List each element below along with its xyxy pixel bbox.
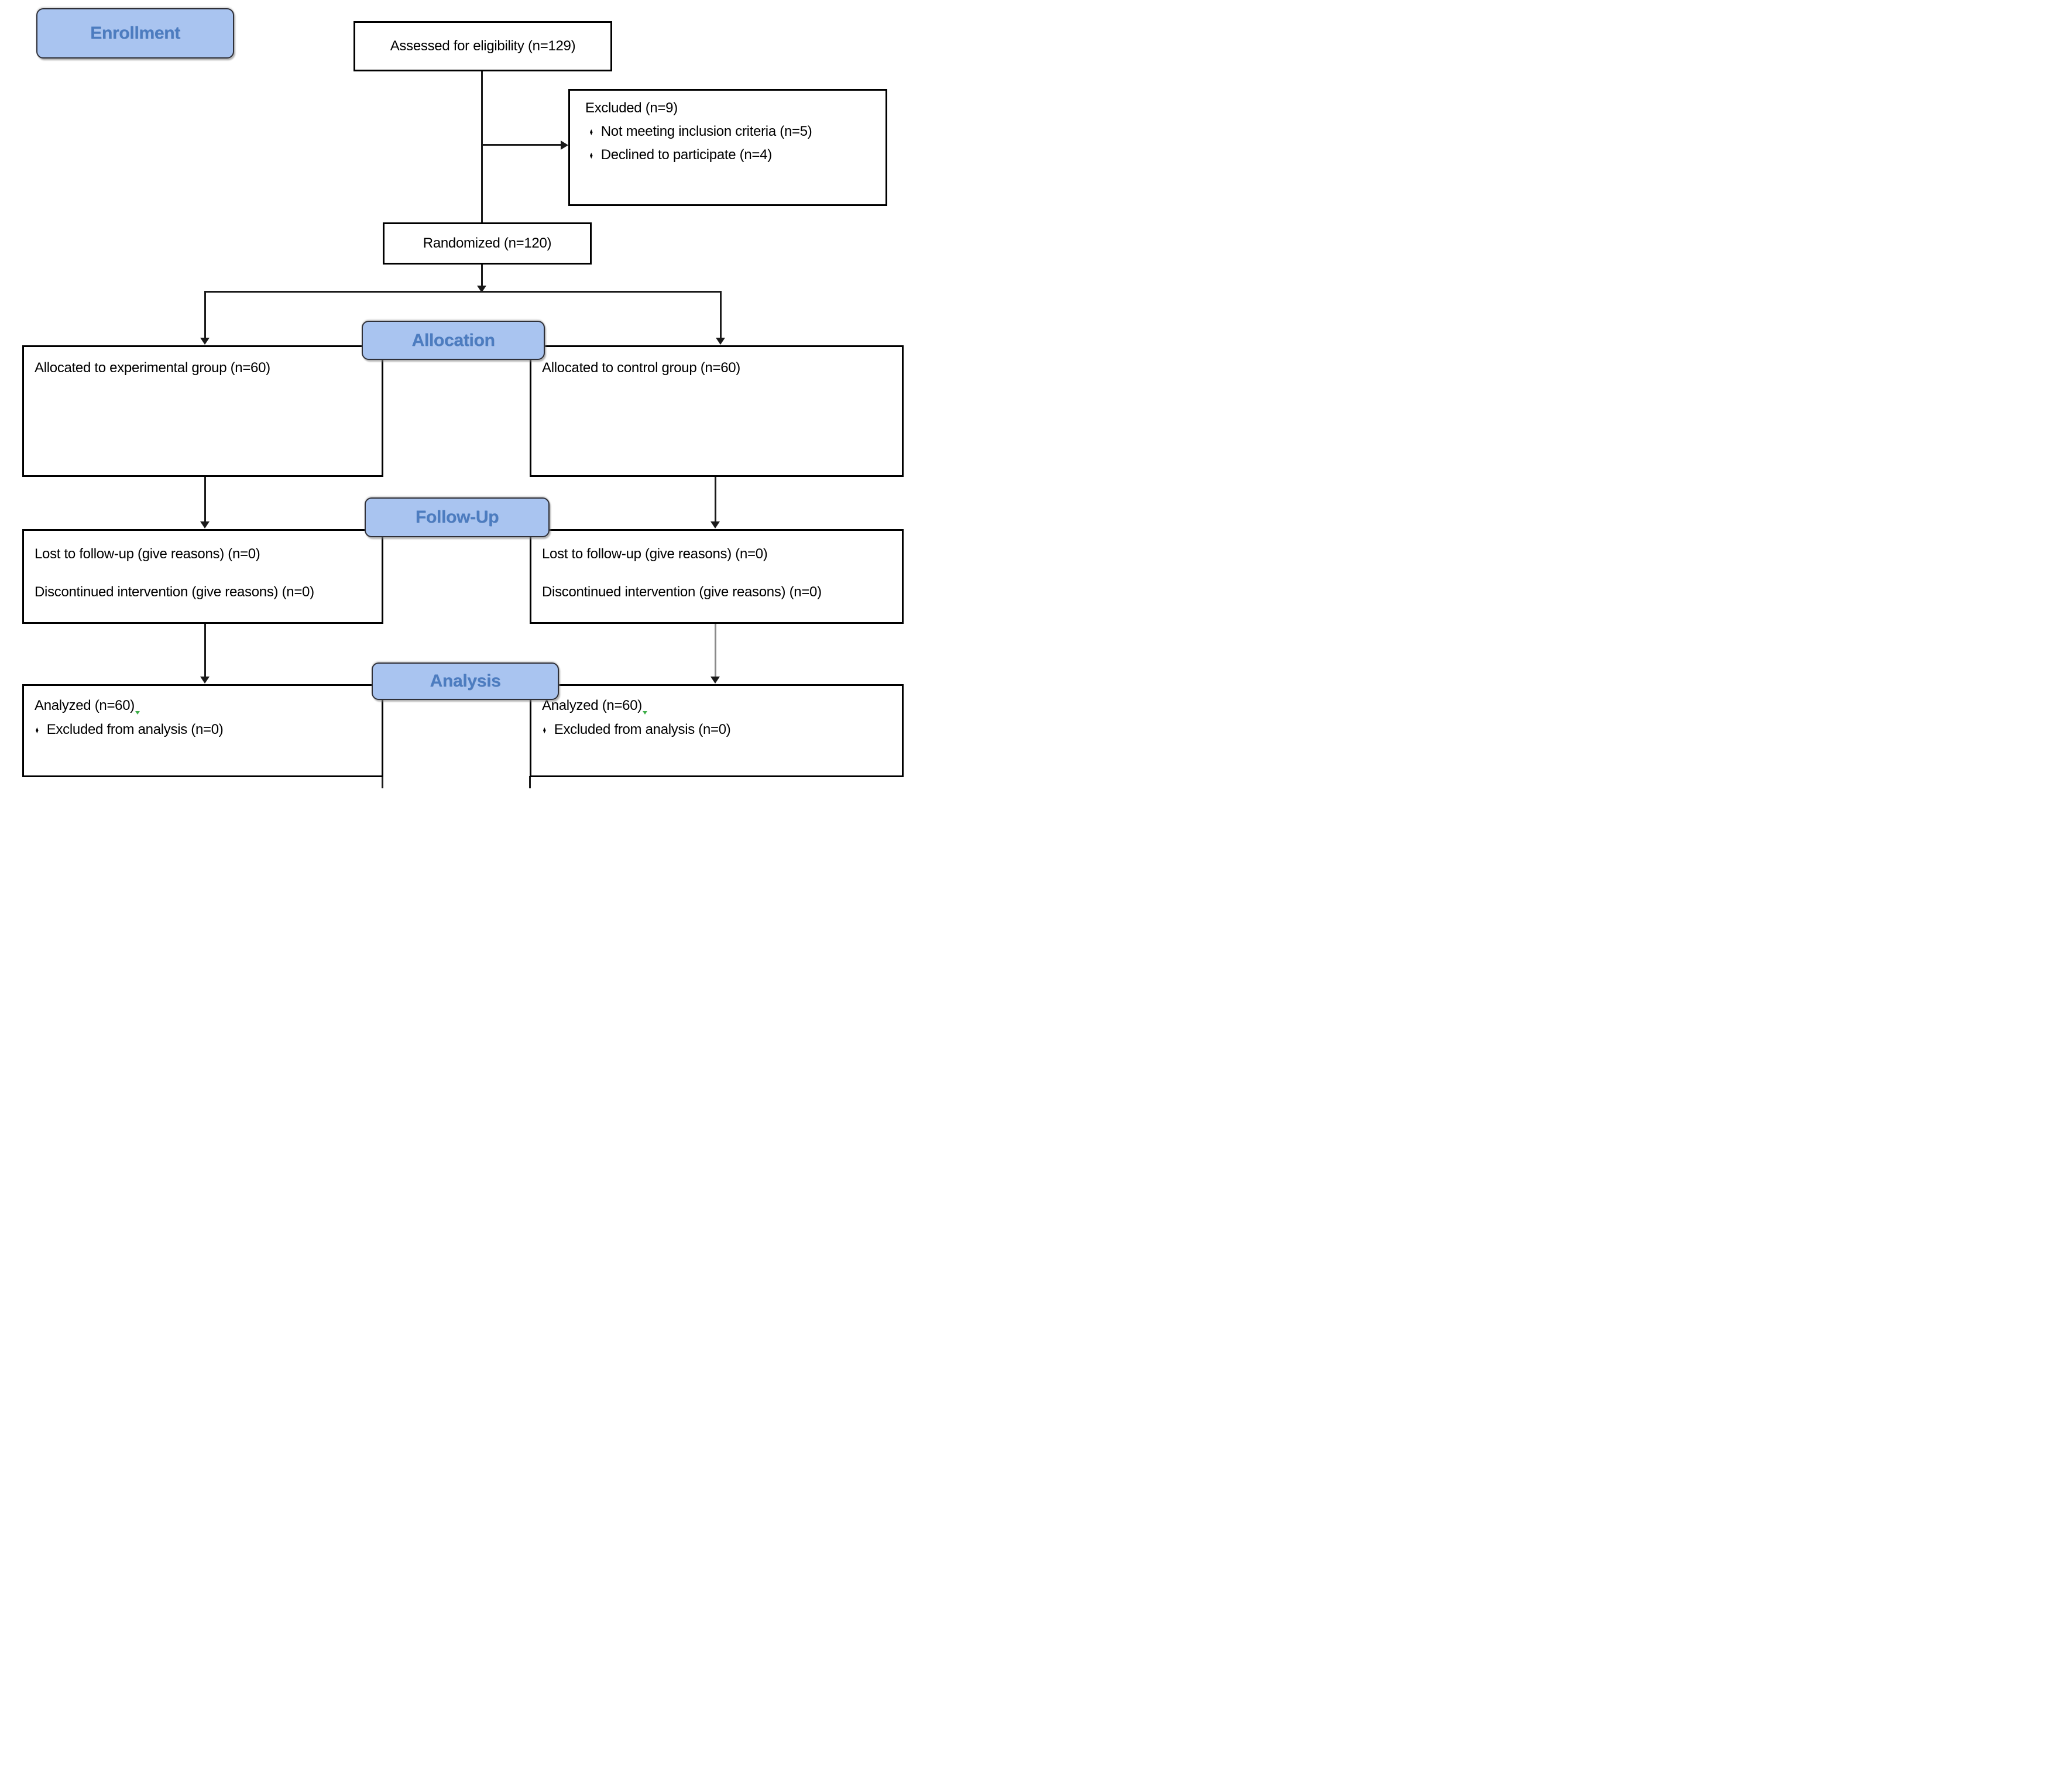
branch-drop-right — [720, 291, 722, 338]
diamond-bullet-icon: ♦ — [589, 126, 593, 138]
analysis-right-title: Analyzed (n=60) — [542, 698, 891, 715]
connector-assessed-to-randomized — [481, 71, 483, 224]
analysis-left-box: Analyzed (n=60) ♦ Excluded from analysis… — [22, 684, 383, 777]
analysis-right-item: ♦ Excluded from analysis (n=0) — [542, 722, 891, 739]
analysis-label: Analysis — [430, 671, 501, 691]
allocation-left-text: Allocated to experimental group (n=60) — [35, 360, 270, 376]
randomized-text: Randomized (n=120) — [423, 235, 552, 251]
arrowhead-down-branch-icon — [477, 286, 486, 293]
followup-left-line2: Discontinued intervention (give reasons)… — [35, 583, 314, 600]
branch-drop-left — [204, 291, 206, 338]
followup-right-box: Lost to follow-up (give reasons) (n=0) D… — [530, 529, 904, 624]
excluded-item-text: Not meeting inclusion criteria (n=5) — [600, 123, 812, 139]
stage-pill-analysis: Analysis — [372, 662, 559, 700]
connector-to-excluded — [482, 144, 561, 146]
stage-pill-followup: Follow-Up — [365, 497, 550, 537]
stage-pill-enrollment: Enrollment — [36, 8, 234, 59]
excluded-box: Excluded (n=9) ♦ Not meeting inclusion c… — [568, 89, 887, 206]
arrowhead-down-analysis-right-icon — [710, 677, 720, 684]
randomized-box: Randomized (n=120) — [383, 222, 592, 265]
diamond-bullet-icon: ♦ — [589, 149, 593, 161]
allocation-label: Allocation — [411, 330, 495, 350]
arrowhead-down-alloc-left-icon — [200, 338, 210, 345]
excluded-item-text: Declined to participate (n=4) — [600, 146, 772, 163]
assessed-text: Assessed for eligibility (n=129) — [390, 37, 576, 54]
arrowhead-right-excluded-icon — [561, 140, 568, 150]
connector-followup-to-analysis-right — [715, 624, 716, 677]
analysis-right-box: Analyzed (n=60) ♦ Excluded from analysis… — [530, 684, 904, 777]
assessed-box: Assessed for eligibility (n=129) — [353, 21, 612, 71]
followup-right-line2: Discontinued intervention (give reasons)… — [542, 583, 822, 600]
excluded-item: ♦ Declined to participate (n=4) — [589, 147, 875, 164]
stage-pill-allocation: Allocation — [362, 321, 545, 360]
analysis-left-title: Analyzed (n=60) — [35, 698, 371, 715]
followup-left-box: Lost to follow-up (give reasons) (n=0) D… — [22, 529, 383, 624]
excluded-item: ♦ Not meeting inclusion criteria (n=5) — [589, 123, 875, 140]
diamond-bullet-icon: ♦ — [543, 724, 546, 736]
analysis-left-title-text: Analyzed (n=60) — [35, 698, 135, 713]
arrowhead-down-analysis-left-icon — [200, 677, 210, 684]
green-artifact-icon — [642, 711, 647, 715]
allocation-right-box: Allocated to control group (n=60) — [530, 345, 904, 477]
allocation-left-box: Allocated to experimental group (n=60) — [22, 345, 383, 477]
connector-randomized-to-branch — [481, 265, 483, 287]
green-artifact-icon — [135, 711, 140, 715]
analysis-left-item-text: Excluded from analysis (n=0) — [46, 721, 224, 737]
connector-alloc-to-followup-right — [715, 477, 716, 521]
branch-line — [204, 291, 722, 293]
diamond-bullet-icon: ♦ — [35, 724, 39, 736]
followup-right-line1: Lost to follow-up (give reasons) (n=0) — [542, 546, 768, 562]
consort-flow-diagram: Enrollment Allocation Follow-Up Analysis… — [0, 0, 904, 788]
analysis-right-item-text: Excluded from analysis (n=0) — [554, 721, 731, 737]
followup-left-line1: Lost to follow-up (give reasons) (n=0) — [35, 546, 260, 562]
arrowhead-down-followup-left-icon — [200, 521, 210, 528]
enrollment-label: Enrollment — [90, 23, 180, 43]
analysis-right-title-text: Analyzed (n=60) — [542, 698, 642, 713]
bottom-stub-left — [382, 776, 383, 788]
connector-alloc-to-followup-left — [204, 477, 206, 521]
allocation-right-text: Allocated to control group (n=60) — [542, 360, 740, 376]
arrowhead-down-alloc-right-icon — [716, 338, 725, 345]
connector-followup-to-analysis-left — [204, 624, 206, 677]
excluded-title: Excluded (n=9) — [585, 100, 678, 116]
followup-label: Follow-Up — [415, 507, 499, 527]
arrowhead-down-followup-right-icon — [710, 521, 720, 528]
analysis-left-item: ♦ Excluded from analysis (n=0) — [35, 722, 371, 739]
bottom-stub-right — [529, 776, 531, 788]
